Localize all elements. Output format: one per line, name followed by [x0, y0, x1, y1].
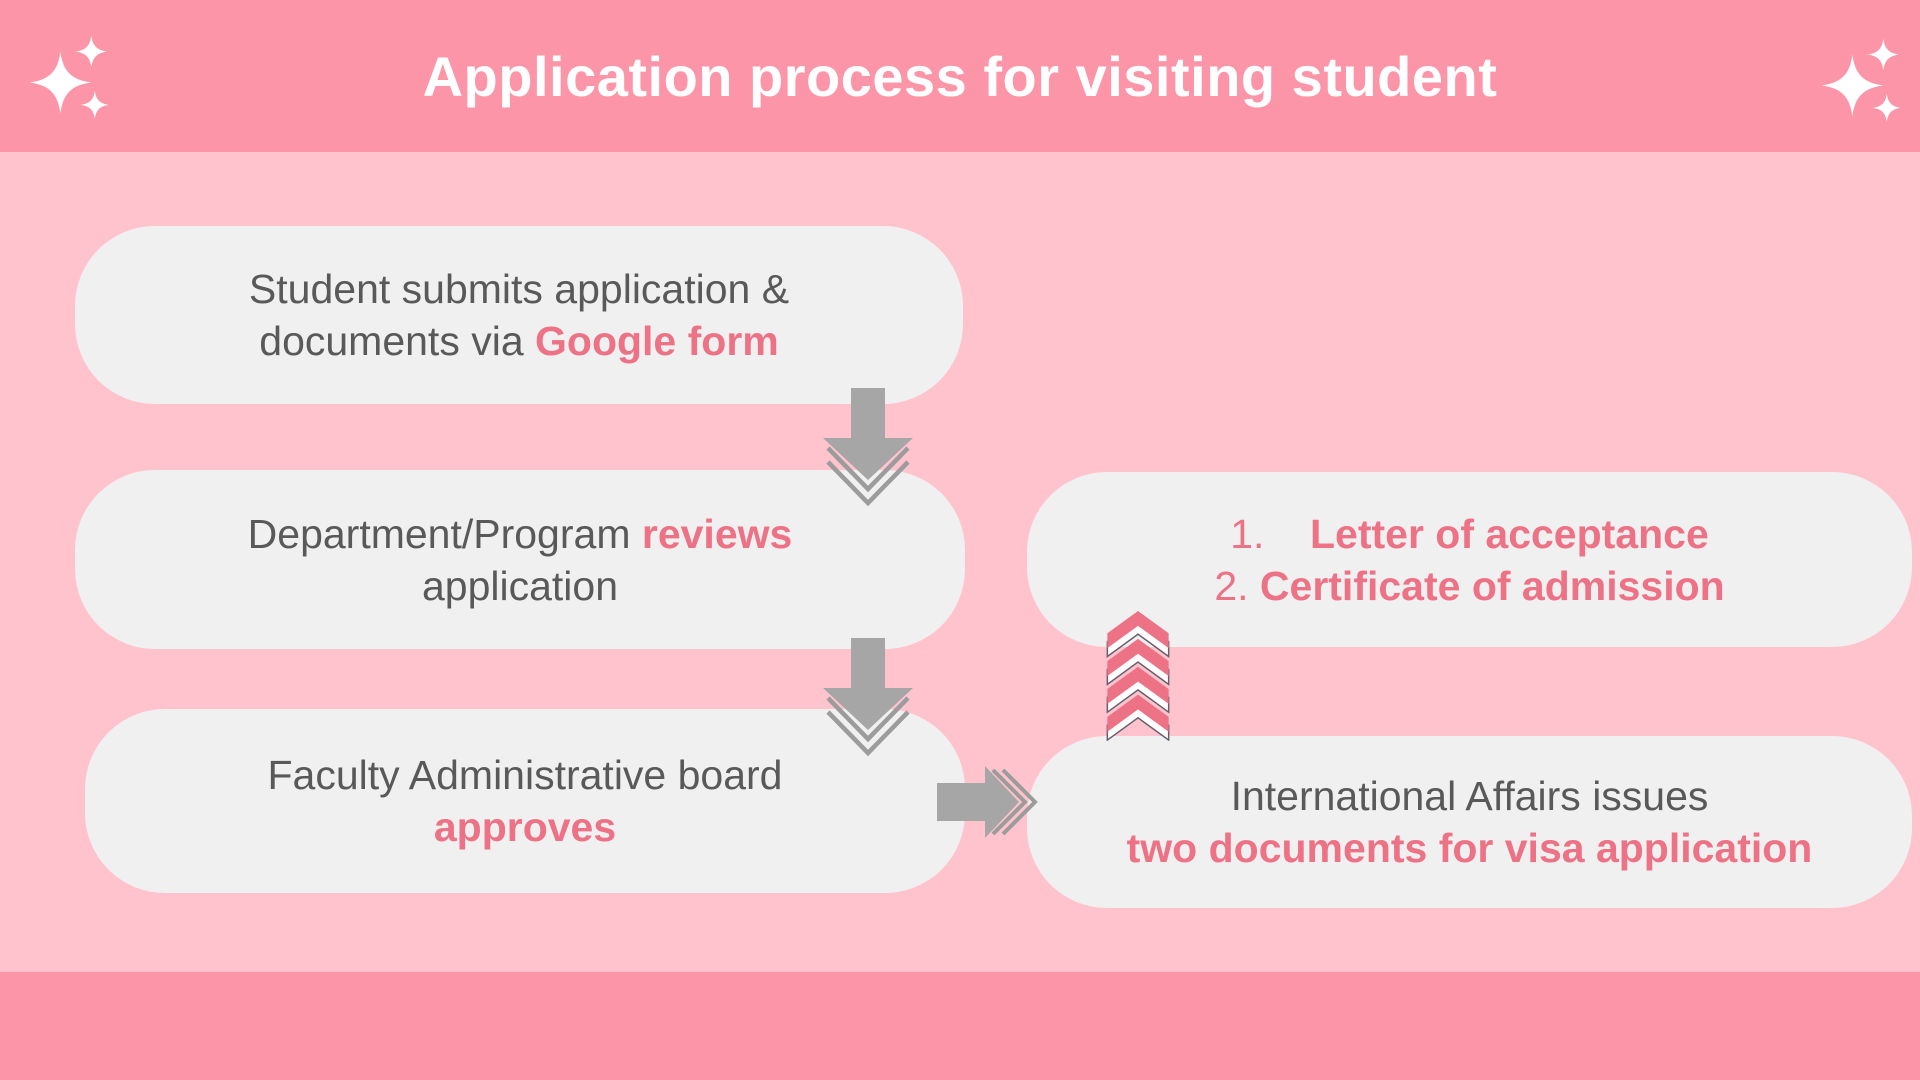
page-title: Application process for visiting student	[422, 44, 1498, 108]
text-segment: Department/Program	[247, 510, 642, 557]
arrow-right-icon	[937, 766, 1038, 838]
text-segment: Faculty Administrative board	[267, 752, 783, 798]
step-box-submit: Student submits application & documents …	[75, 226, 963, 404]
text-segment: reviews	[641, 510, 793, 557]
text-segment: Google form	[535, 318, 779, 364]
text-segment: application	[421, 562, 619, 609]
text-segment: two documents for visa application	[1126, 825, 1813, 871]
text-segment: 1.	[1230, 510, 1310, 557]
step-box-review: Department/Program reviews application	[75, 470, 965, 649]
document-item: 2. Certificate of admission	[1214, 560, 1724, 612]
step-text-line: Department/Program reviews	[248, 508, 793, 560]
document-item: 1. Letter of acceptance	[1230, 508, 1709, 560]
step-text-line: Student submits application &	[249, 263, 789, 315]
documents-list-box: 1. Letter of acceptance 2. Certificate o…	[1027, 472, 1912, 647]
step-text-line: Faculty Administrative board	[267, 749, 782, 801]
chevrons-up-icon	[1106, 611, 1170, 741]
text-segment: 2.	[1214, 562, 1260, 609]
step-box-issue-documents: International Affairs issues two documen…	[1027, 736, 1912, 908]
step-text-line: two documents for visa application	[1127, 822, 1813, 874]
text-segment: Letter of acceptance	[1310, 510, 1709, 557]
arrow-down-icon	[823, 638, 913, 757]
sparkles-icon	[29, 35, 109, 120]
step-box-approve: Faculty Administrative board approves	[85, 709, 965, 893]
step-text-line: International Affairs issues	[1231, 770, 1709, 822]
text-segment: documents via	[259, 318, 536, 364]
header-band: Application process for visiting student	[0, 0, 1920, 152]
text-segment: International Affairs issues	[1230, 773, 1709, 819]
text-segment: Certificate of admission	[1259, 562, 1725, 609]
step-text-line: application	[422, 560, 618, 612]
text-segment: Student submits application &	[248, 266, 790, 312]
sparkles-icon	[1821, 38, 1901, 123]
step-text-line: documents via Google form	[259, 315, 778, 367]
text-segment: approves	[433, 804, 617, 850]
footer-band	[0, 972, 1920, 1080]
step-text-line: approves	[434, 801, 616, 853]
arrow-down-icon	[823, 388, 913, 507]
